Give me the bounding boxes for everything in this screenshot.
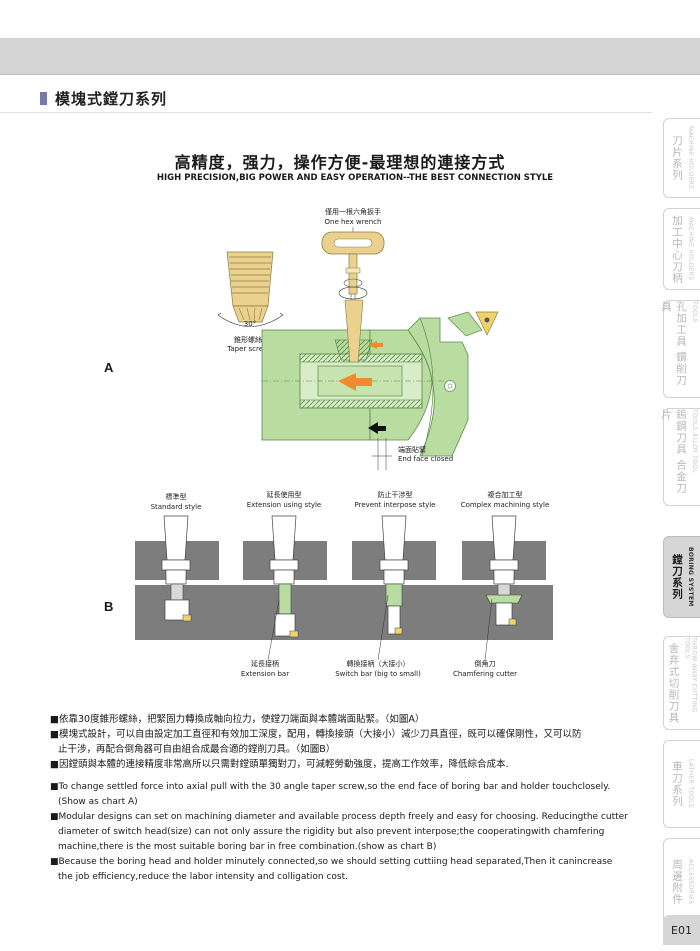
tool-complex: [485, 515, 523, 626]
tab-hole-cutting[interactable]: 孔加工具 鑽削刀具 HOLE CUTTING DRILLING TOOLS: [660, 300, 700, 398]
tab-label-en: LATHER TOOLS: [687, 759, 694, 809]
part-3-zh: 倒角刀: [475, 659, 496, 668]
tab-inserts[interactable]: 刀片系列 MACHINE HOLDERS: [663, 118, 700, 198]
style-4-en: Complex machining style: [461, 501, 550, 509]
style-3-en: Prevent interpose style: [355, 501, 436, 509]
en-point: (Show as chart A): [58, 797, 138, 807]
section-title: 模塊式鏜刀系列: [40, 88, 167, 109]
tab-lathe-tools[interactable]: 車刀系列 LATHER TOOLS: [663, 740, 700, 828]
tab-label-zh: 鎢鋼刀具 合金刀片: [660, 409, 687, 494]
tab-label-en: MACHINE HOLDERS: [687, 217, 694, 281]
tab-label-en: THROW-AWAY CUTTING TOOLS: [683, 637, 698, 713]
zh-point: ■模塊式設計，可以自由設定加工直徑和有效加工深度，配用，轉換接頭（大接小）減少刀…: [50, 729, 582, 740]
section-title-text: 模塊式鏜刀系列: [55, 90, 168, 108]
screw-label-en: Taper screw: [226, 345, 269, 353]
en-point: ■Modular designs can set on machining di…: [50, 812, 628, 822]
zh-description: ■依靠30度錐形螺絲，把緊固力轉換成軸向拉力，使鏜刀端面與本體端面貼緊。（如圖A…: [50, 712, 640, 772]
tab-label-en: TUNG STEN STEEL CUTTING TOOLS ALLOY TOOL: [691, 409, 700, 500]
tab-label-en: BORING SYSTEM: [687, 547, 694, 607]
tab-label-zh: 車刀系列: [671, 761, 683, 807]
tool-standard: [161, 515, 192, 622]
section-marker: [40, 92, 47, 105]
style-2-zh: 延長使用型: [267, 490, 302, 499]
part-1-en: Extension bar: [241, 670, 289, 678]
tab-boring-system[interactable]: 鏜刀系列 BORING SYSTEM: [663, 536, 700, 618]
part-2-en: Switch bar (big to small): [335, 670, 421, 678]
style-1-zh: 標準型: [166, 492, 187, 501]
page-number: E01: [663, 915, 700, 945]
tab-accessories[interactable]: 周邊附件 ACCESSORIES: [663, 838, 700, 926]
screw-angle: 30°: [244, 320, 256, 328]
top-margin: [0, 0, 700, 38]
zh-point: ■依靠30度錐形螺絲，把緊固力轉換成軸向拉力，使鏜刀端面與本體端面貼緊。（如圖A…: [50, 714, 425, 725]
screw-label-zh: 錐形螺絲: [234, 335, 262, 344]
tab-label-zh: 鏜刀系列: [671, 554, 683, 600]
zh-point: ■因鏜頭與本體的連接精度非常高所以只需對鏜頭單獨對刀，可減輕勞動強度，提高工作效…: [50, 759, 509, 770]
taper-screw-icon: [226, 251, 274, 323]
header-band: [0, 38, 700, 75]
en-point: ■To change settled force into axial pull…: [50, 782, 611, 792]
tab-label-zh: 周邊附件: [671, 859, 683, 905]
tab-label-en: HOLE CUTTING DRILLING TOOLS: [691, 301, 700, 383]
main-heading-zh: 高精度，强力，操作方便-最理想的連接方式: [174, 153, 506, 172]
tab-label-zh: 孔加工具 鑽削刀具: [660, 301, 687, 386]
style-1-en: Standard style: [151, 503, 202, 511]
tab-machining-center-holders[interactable]: 加工中心刀柄 MACHINE HOLDERS: [663, 208, 700, 290]
en-point: machine,there is the most suitable borin…: [58, 842, 437, 852]
tab-label-zh: 加工中心刀柄: [671, 214, 683, 284]
part-1-zh: 延長接柄: [251, 659, 279, 668]
part-3-en: Chamfering cutter: [453, 670, 517, 678]
tab-throw-away[interactable]: 舍弃式切削刀具 THROW-AWAY CUTTING TOOLS: [663, 636, 700, 730]
end-face-label-en: End face closed: [398, 455, 453, 463]
diagram-b-label: B: [104, 599, 113, 614]
tab-label-zh: 舍弃式切削刀具: [667, 642, 680, 724]
tool-holder-assembly: [261, 299, 499, 457]
style-3-zh: 防止干涉型: [378, 490, 413, 499]
tab-tungsten-steel[interactable]: 鎢鋼刀具 合金刀片 TUNG STEN STEEL CUTTING TOOLS …: [660, 408, 700, 506]
part-2-zh: 轉換接柄（大接小）: [347, 659, 410, 668]
en-point: the job efficiency,reduce the labor inte…: [58, 872, 348, 882]
main-heading-en: HIGH PRECISION,BIG POWER AND EASY OPERAT…: [156, 173, 554, 183]
tool-extension: [269, 515, 299, 638]
en-description: ■To change settled force into axial pull…: [50, 780, 640, 885]
en-point: diameter of switch head(size) can not on…: [58, 827, 605, 837]
tab-label-en: MACHINE HOLDERS: [687, 126, 694, 190]
tool-prevent-interpose: [379, 515, 409, 635]
end-face-label-zh: 端面貼緊: [398, 445, 426, 454]
tab-label-zh: 刀片系列: [671, 135, 683, 181]
technical-diagram: A 僅用一根六角扳手 One hex wrench 30° 錐形螺絲 Taper…: [104, 207, 553, 678]
divider: [0, 112, 652, 113]
zh-point: 止干涉，再配合倒角器可自由組合成最合適的鏜削刀具。（如圖B）: [58, 744, 336, 755]
wrench-label-en: One hex wrench: [325, 218, 382, 226]
style-4-zh: 複合加工型: [488, 490, 523, 499]
en-point: ■Because the boring head and holder minu…: [50, 857, 613, 867]
wrench-label-zh: 僅用一根六角扳手: [325, 207, 381, 216]
style-2-en: Extension using style: [247, 501, 322, 509]
hex-wrench-icon: [321, 231, 385, 312]
spindle-blocks: [135, 541, 553, 640]
diagram-a-label: A: [104, 360, 114, 375]
tab-label-en: ACCESSORIES: [687, 859, 694, 905]
